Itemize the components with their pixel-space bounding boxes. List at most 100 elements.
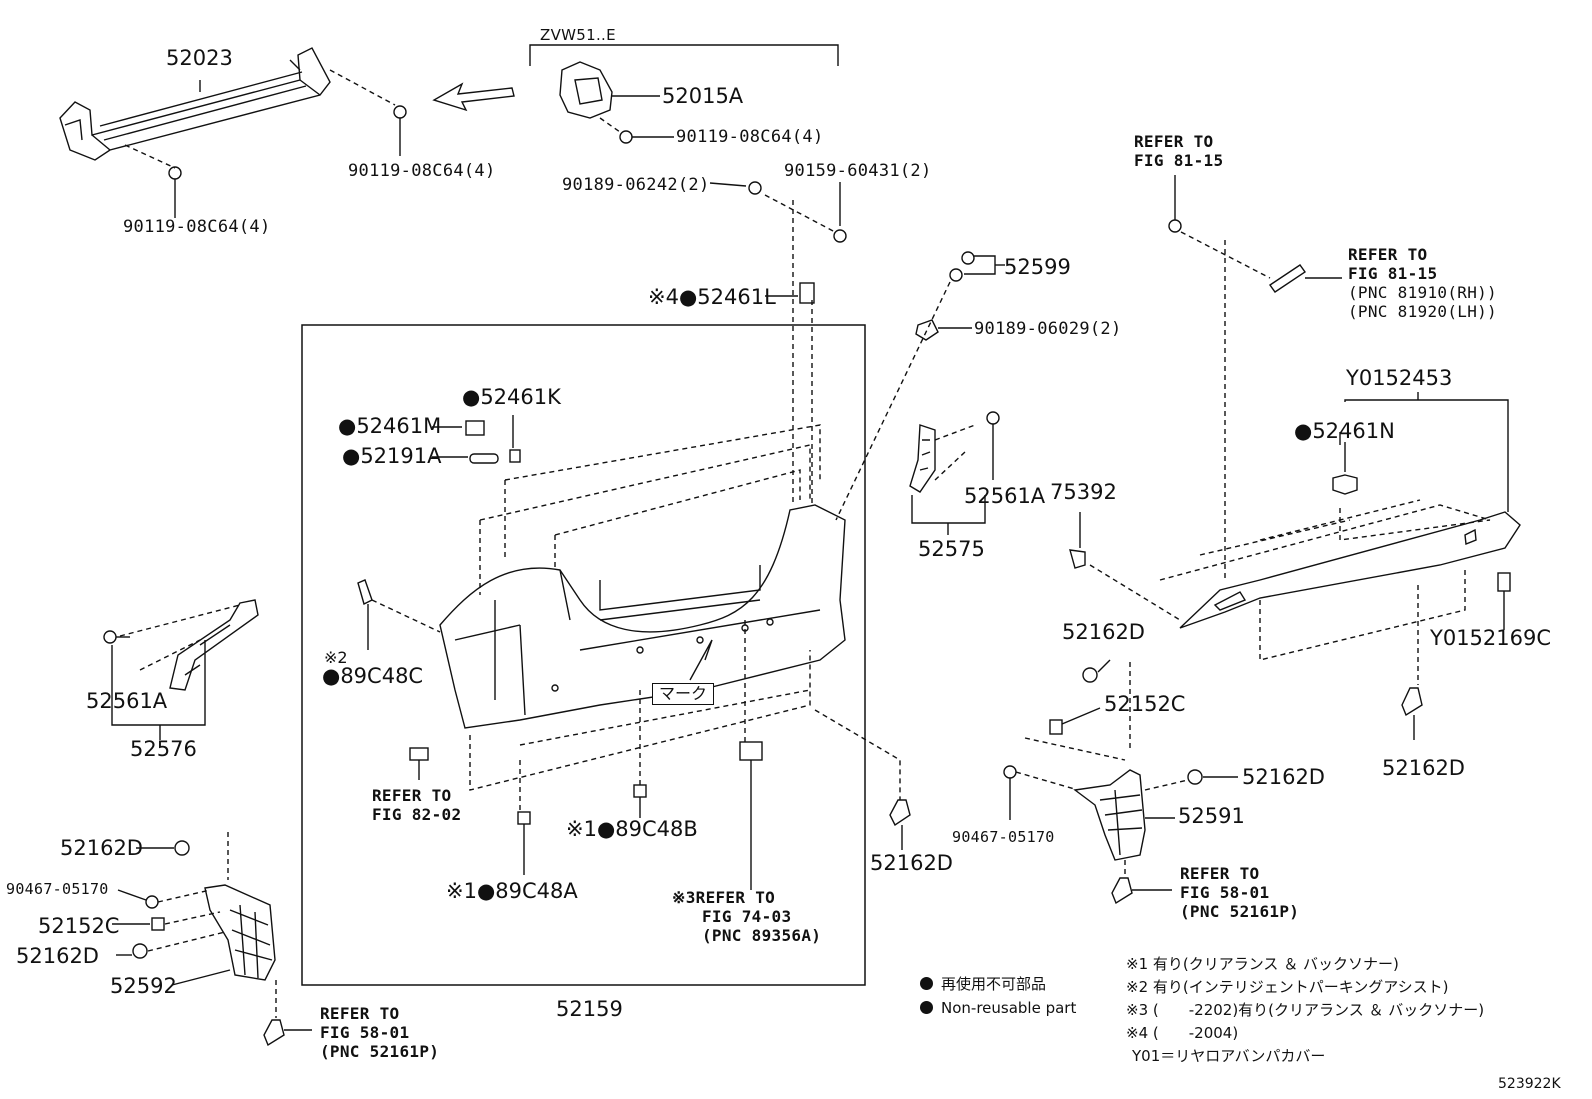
- refer-fig81-lamp[interactable]: REFER TO FIG 81-15 (PNC 81910(RH)) (PNC …: [1348, 245, 1497, 321]
- part-label-89C48B: ※1●89C48B: [566, 817, 698, 841]
- rear-bumper-cover-drawing: [439, 504, 846, 729]
- part-label-52159: 52159: [556, 997, 623, 1021]
- part-label-90119-b: 90119-08C64(4): [123, 217, 271, 237]
- part-label-90119-c: 90119-08C64(4): [676, 127, 824, 147]
- part-label-52023: 52023: [166, 46, 233, 70]
- diagram-code: 523922K: [1498, 1076, 1561, 1092]
- clip-icon-52152C-r: [1049, 707, 1101, 735]
- refer-fig82-line1: REFER TO: [372, 786, 452, 805]
- refer-fig81-lamp-line4: (PNC 81920(LH)): [1348, 302, 1497, 321]
- part-label-90159: 90159-60431(2): [784, 161, 932, 181]
- legend-reuse-jp: 再使用不可部品: [941, 975, 1047, 993]
- refer-fig58-right[interactable]: REFER TO FIG 58-01 (PNC 52161P): [1180, 864, 1299, 921]
- push-clip-icon-mid-right: [1111, 877, 1172, 905]
- part-label-52191A: ●52191A: [342, 444, 442, 468]
- refer-fig58-right-line2: FIG 58-01: [1180, 883, 1270, 902]
- part-label-52561A-l: 52561A: [86, 689, 168, 713]
- part-label-52015A: 52015A: [662, 84, 744, 108]
- bolt-icon-52561A-r: [986, 411, 1000, 480]
- part-label-52599: 52599: [1004, 255, 1071, 279]
- clip-icon-90467-r: [1003, 765, 1017, 820]
- bracket-52575-drawing: [909, 424, 976, 493]
- clip-icon-52152C-l: [112, 917, 165, 931]
- refer-fig58-right-line1: REFER TO: [1180, 864, 1260, 883]
- part-label-52162D-center: 52162D: [870, 851, 953, 875]
- refer-fig81-top[interactable]: REFER TO FIG 81-15: [1134, 132, 1223, 170]
- legend-non-reusable: 再使用不可部品 Non-reusable part: [920, 972, 1076, 1020]
- part-label-52575: 52575: [918, 537, 985, 561]
- part-label-52461N: ●52461N: [1294, 419, 1395, 443]
- variant-bracket: [529, 44, 839, 66]
- part-label-Y0152169C: Y0152169C: [1430, 626, 1552, 650]
- clip-icon-90189: [709, 181, 762, 195]
- clip-icon-90189-06029: [915, 319, 972, 341]
- part-label-52162D-r3: 52162D: [1382, 756, 1465, 780]
- refer-fig82-line2: FIG 82-02: [372, 805, 462, 824]
- part-label-52162D-lt: 52162D: [60, 836, 143, 860]
- bracket-52015A-drawing: [559, 61, 613, 119]
- part-label-90467-l: 90467-05170: [6, 880, 109, 898]
- bolt-icon-1: [393, 105, 407, 156]
- push-clip-icon-left: [263, 1019, 312, 1047]
- refer-fig81-lamp-line2: FIG 81-15: [1348, 264, 1438, 283]
- part-label-52592: 52592: [110, 974, 177, 998]
- legend-note-2: ※2 有り(インテリジェントパーキングアシスト): [1126, 978, 1449, 996]
- part-label-90189-06242: 90189-06242(2): [562, 175, 710, 195]
- clip-icon-52162D-r1: [1082, 659, 1111, 683]
- part-label-90189-06029: 90189-06029(2): [974, 319, 1122, 339]
- non-reusable-dot-icon: [920, 1001, 933, 1014]
- legend-note-3: ※3 ( -2202)有り(クリアランス ＆ バックソナー): [1126, 1001, 1485, 1019]
- mudguard-52592-drawing: [204, 884, 276, 981]
- part-label-52152C-r: 52152C: [1104, 692, 1186, 716]
- mudguard-52591-drawing: [1073, 769, 1146, 861]
- refer-fig82[interactable]: REFER TO FIG 82-02: [372, 786, 461, 824]
- legend-notes: ※1 有り(クリアランス ＆ バックソナー) ※2 有り(インテリジェントパーキ…: [1126, 953, 1484, 1068]
- legend-reuse-en: Non-reusable part: [941, 999, 1077, 1017]
- refer-fig81-lamp-line3: (PNC 81910(RH)): [1348, 283, 1497, 302]
- reinforcement-52023-drawing: [59, 47, 331, 161]
- clip-icon-75392: [1069, 549, 1086, 569]
- part-label-52576: 52576: [130, 737, 197, 761]
- variant-label: ZVW51..E: [540, 26, 616, 44]
- direction-arrow: [432, 82, 515, 112]
- part-label-75392: 75392: [1050, 480, 1117, 504]
- clip-icon-90467-l: [117, 889, 159, 909]
- mark-label-box: マーク: [652, 683, 715, 705]
- part-label-90119-a: 90119-08C64(4): [348, 161, 496, 181]
- refer-fig58-left-line1: REFER TO: [320, 1004, 400, 1023]
- part-label-52162D-r2: 52162D: [1242, 765, 1325, 789]
- lower-cover-52453-drawing: [1179, 511, 1521, 629]
- part-label-89C48C-mark: ※2: [324, 648, 348, 667]
- refer-fig74-line3: (PNC 89356A): [702, 926, 822, 945]
- bolt-icon-2: [168, 166, 182, 218]
- refer-fig58-left-line2: FIG 58-01: [320, 1023, 410, 1042]
- part-label-52561A-r: 52561A: [964, 484, 1046, 508]
- push-clip-icon-right: [1401, 687, 1423, 740]
- refer-fig58-left-line3: (PNC 52161P): [320, 1042, 440, 1061]
- clip-icon-52162D-r2: [1187, 769, 1238, 785]
- part-label-52461K: ●52461K: [462, 385, 561, 409]
- non-reusable-dot-icon: [920, 977, 933, 990]
- part-label-52162D-l2: 52162D: [16, 944, 99, 968]
- legend-note-4: ※4 ( -2004): [1126, 1024, 1239, 1042]
- refer-fig74-line1: ※3REFER TO: [672, 888, 776, 907]
- assembly-frame-52159: [301, 324, 866, 986]
- refer-fig58-right-line3: (PNC 52161P): [1180, 902, 1300, 921]
- refer-fig81-top-line2: FIG 81-15: [1134, 151, 1224, 170]
- legend-note-1: ※1 有り(クリアランス ＆ バックソナー): [1126, 955, 1399, 973]
- clip-icon-52162D-l2: [116, 943, 148, 959]
- clip-icon-52162D-lt: [136, 840, 190, 856]
- part-label-52461L: ※4●52461L: [648, 285, 776, 309]
- clip-icon-fig81: [1168, 219, 1182, 233]
- part-label-90467-r: 90467-05170: [952, 828, 1055, 846]
- part-label-89C48A: ※1●89C48A: [446, 879, 578, 903]
- bolt-icon-52561A-l: [103, 630, 130, 644]
- bracket-52576-drawing: [119, 599, 259, 691]
- refer-fig58-left[interactable]: REFER TO FIG 58-01 (PNC 52161P): [320, 1004, 439, 1061]
- refer-fig81-lamp-line1: REFER TO: [1348, 245, 1428, 264]
- legend-note-5: Y01＝リヤロアバンパカバー: [1132, 1047, 1326, 1065]
- refer-fig74[interactable]: ※3REFER TO FIG 74-03 (PNC 89356A): [672, 888, 821, 945]
- refer-fig74-line2: FIG 74-03: [702, 907, 792, 926]
- part-label-52591: 52591: [1178, 804, 1245, 828]
